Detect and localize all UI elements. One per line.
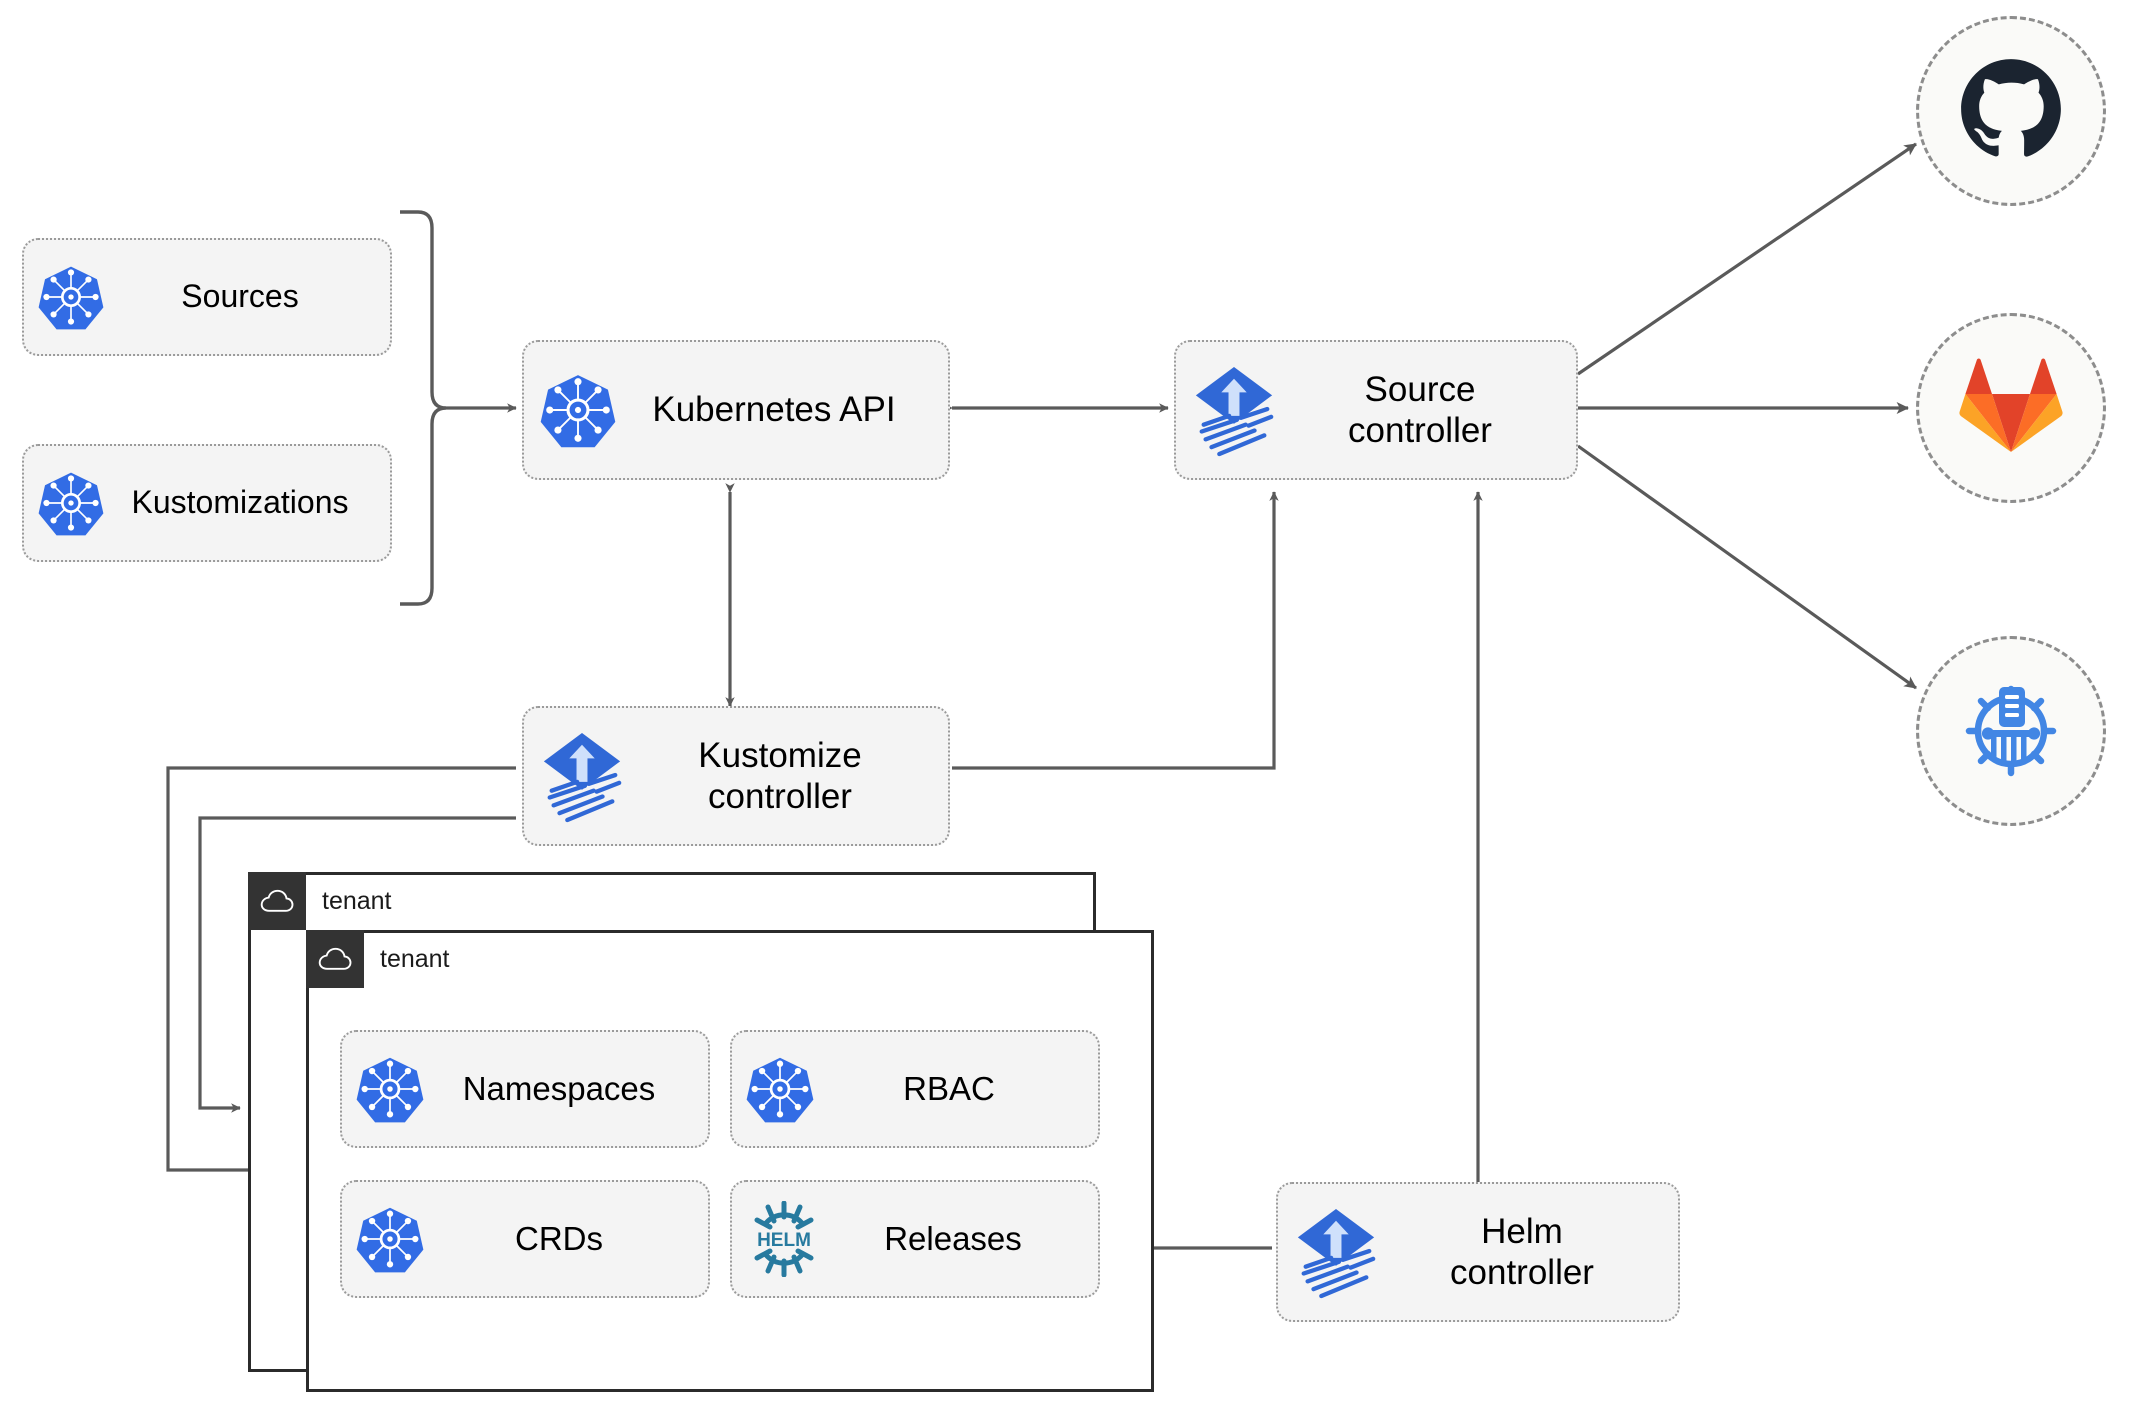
node-releases-label: Releases bbox=[884, 1219, 1022, 1257]
helm-icon: HELM bbox=[746, 1201, 822, 1277]
node-sources[interactable]: Sources bbox=[22, 238, 392, 356]
edge-source-to-harbor bbox=[1577, 444, 1917, 690]
node-crds[interactable]: CRDs bbox=[340, 1180, 710, 1298]
edge-source-to-github bbox=[1577, 142, 1917, 376]
svg-text:HELM: HELM bbox=[757, 1230, 811, 1251]
node-rbac[interactable]: RBAC bbox=[730, 1030, 1100, 1148]
provider-github[interactable] bbox=[1916, 16, 2106, 206]
provider-harbor[interactable] bbox=[1916, 636, 2106, 826]
node-kustomize-controller[interactable]: Kustomize controller bbox=[522, 706, 950, 846]
tenant-header: tenant bbox=[306, 930, 450, 988]
kubernetes-icon bbox=[356, 1205, 424, 1273]
group-bracket bbox=[400, 210, 447, 606]
node-releases[interactable]: HELM Releases bbox=[730, 1180, 1100, 1298]
node-source-controller-label: Source controller bbox=[1348, 369, 1492, 450]
node-namespaces[interactable]: Namespaces bbox=[340, 1030, 710, 1148]
node-sources-label: Sources bbox=[181, 278, 299, 315]
kubernetes-icon bbox=[356, 1055, 424, 1123]
flux-icon bbox=[1292, 1205, 1380, 1299]
kubernetes-icon bbox=[540, 372, 616, 448]
node-rbac-label: RBAC bbox=[903, 1069, 995, 1107]
node-kubernetes-api[interactable]: Kubernetes API bbox=[522, 340, 950, 480]
node-helm-controller[interactable]: Helm controller bbox=[1276, 1182, 1680, 1322]
github-icon bbox=[1959, 57, 2063, 166]
node-source-controller[interactable]: Source controller bbox=[1174, 340, 1578, 480]
provider-gitlab[interactable] bbox=[1916, 313, 2106, 503]
node-kubernetes-api-label: Kubernetes API bbox=[652, 390, 896, 430]
tenant-container-inner[interactable]: tenant bbox=[306, 930, 1154, 1392]
node-kustomizations[interactable]: Kustomizations bbox=[22, 444, 392, 562]
tenant-label: tenant bbox=[322, 886, 392, 915]
edge-kustomize-to-source-controller bbox=[952, 491, 1279, 770]
flux-icon bbox=[1190, 363, 1278, 457]
cloud-icon bbox=[248, 872, 306, 930]
flux-icon bbox=[538, 729, 626, 823]
harbor-icon bbox=[1957, 675, 2065, 788]
node-helm-controller-label: Helm controller bbox=[1450, 1211, 1594, 1292]
tenant-label: tenant bbox=[380, 944, 450, 973]
cloud-icon bbox=[306, 930, 364, 988]
tenant-header: tenant bbox=[248, 872, 392, 930]
node-kustomize-controller-label: Kustomize controller bbox=[698, 735, 862, 816]
kubernetes-icon bbox=[38, 264, 104, 330]
gitlab-icon bbox=[1958, 356, 2064, 461]
node-crds-label: CRDs bbox=[515, 1219, 603, 1257]
node-kustomizations-label: Kustomizations bbox=[131, 484, 349, 521]
kubernetes-icon bbox=[38, 470, 104, 536]
node-namespaces-label: Namespaces bbox=[462, 1069, 656, 1107]
kubernetes-icon bbox=[746, 1055, 814, 1123]
